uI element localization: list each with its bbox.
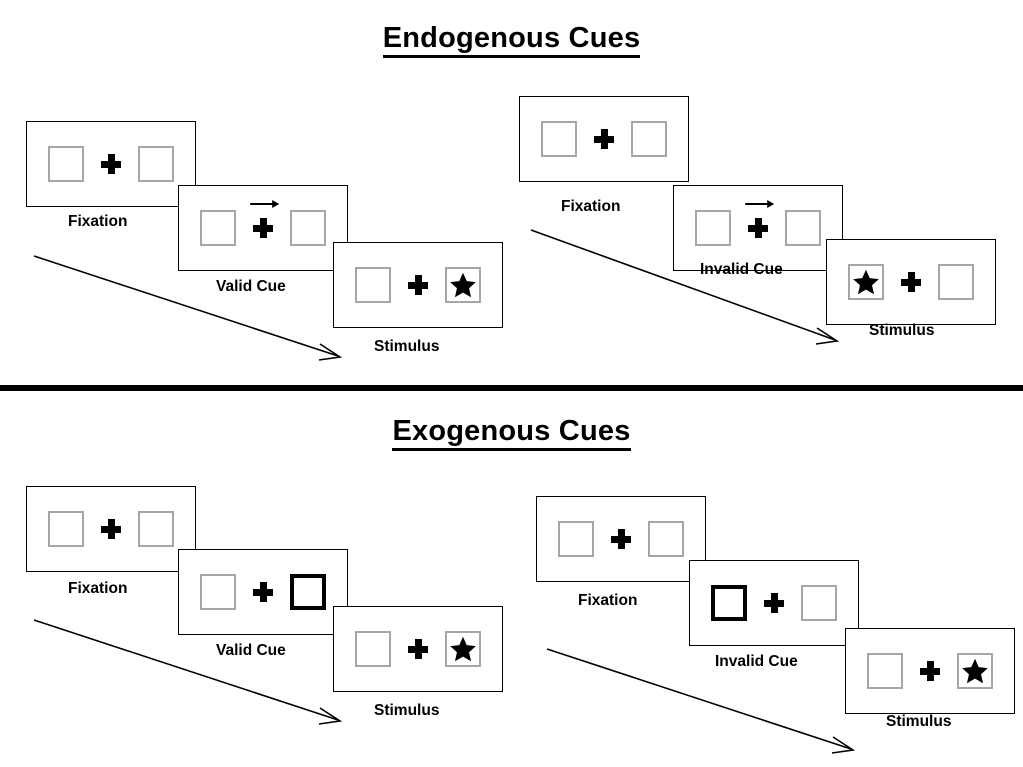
trial-frame-fixation: [519, 96, 689, 182]
time-arrow-exogenous-invalid: [546, 648, 856, 754]
trial-frame-fixation: [26, 486, 196, 572]
trial-frame-cue: [673, 185, 843, 271]
trial-frame-stimulus: [826, 239, 996, 325]
fixation-cross: [98, 144, 124, 184]
star-icon: [450, 272, 476, 298]
left-box: [48, 146, 84, 182]
left-box: [541, 121, 577, 157]
fixation-cross: [608, 519, 634, 559]
time-arrow-endogenous-valid: [33, 255, 343, 361]
left-box-cued: [711, 585, 747, 621]
stage-label-invalid-cue: Invalid Cue: [700, 261, 783, 278]
fixation-cross: [898, 262, 924, 302]
left-box: [558, 521, 594, 557]
left-box: [48, 511, 84, 547]
right-box: [138, 511, 174, 547]
section-title-exogenous-text: Exogenous Cues: [392, 415, 631, 451]
trial-frame-stimulus: [845, 628, 1015, 714]
trial-frame-cue: [178, 549, 348, 635]
star-icon: [962, 658, 988, 684]
right-box: [631, 121, 667, 157]
right-box: [785, 210, 821, 246]
stage-label-fixation: Fixation: [561, 198, 621, 215]
section-title-endogenous: Endogenous Cues: [0, 22, 1023, 58]
stage-label-stimulus: Stimulus: [869, 322, 935, 339]
arrow-cue-icon: [250, 200, 280, 208]
left-box: [200, 574, 236, 610]
left-box: [355, 267, 391, 303]
time-arrow-endogenous-invalid: [530, 229, 840, 345]
fixation-cross: [745, 200, 775, 248]
left-box: [848, 264, 884, 300]
fixation-cross: [405, 629, 431, 669]
left-box: [695, 210, 731, 246]
fixation-cross: [591, 119, 617, 159]
left-box: [355, 631, 391, 667]
right-box-cued: [290, 574, 326, 610]
stage-label-fixation: Fixation: [578, 592, 638, 609]
right-box: [648, 521, 684, 557]
trial-frame-cue: [178, 185, 348, 271]
right-box: [445, 631, 481, 667]
right-box: [957, 653, 993, 689]
right-box: [445, 267, 481, 303]
right-box: [290, 210, 326, 246]
stage-label-stimulus: Stimulus: [374, 702, 440, 719]
trial-frame-stimulus: [333, 606, 503, 692]
stage-label-fixation: Fixation: [68, 580, 128, 597]
right-box: [801, 585, 837, 621]
trial-frame-cue: [689, 560, 859, 646]
stage-label-stimulus: Stimulus: [886, 713, 952, 730]
section-divider: [0, 385, 1023, 391]
star-icon: [450, 636, 476, 662]
time-arrow-exogenous-valid: [33, 619, 343, 725]
right-box: [138, 146, 174, 182]
trial-frame-fixation: [26, 121, 196, 207]
fixation-cross: [405, 265, 431, 305]
section-title-exogenous: Exogenous Cues: [0, 415, 1023, 451]
fixation-cross: [761, 583, 787, 623]
left-box: [867, 653, 903, 689]
section-title-endogenous-text: Endogenous Cues: [382, 22, 641, 58]
fixation-cross: [98, 509, 124, 549]
fixation-cross: [250, 200, 280, 248]
fixation-cross: [250, 572, 276, 612]
trial-frame-fixation: [536, 496, 706, 582]
stage-label-stimulus: Stimulus: [374, 338, 440, 355]
stage-label-invalid-cue: Invalid Cue: [715, 653, 798, 670]
star-icon: [853, 269, 879, 295]
left-box: [200, 210, 236, 246]
stage-label-valid-cue: Valid Cue: [216, 642, 286, 659]
trial-frame-stimulus: [333, 242, 503, 328]
arrow-cue-icon: [745, 200, 775, 208]
right-box: [938, 264, 974, 300]
fixation-cross: [917, 651, 943, 691]
stage-label-fixation: Fixation: [68, 213, 128, 230]
stage-label-valid-cue: Valid Cue: [216, 278, 286, 295]
